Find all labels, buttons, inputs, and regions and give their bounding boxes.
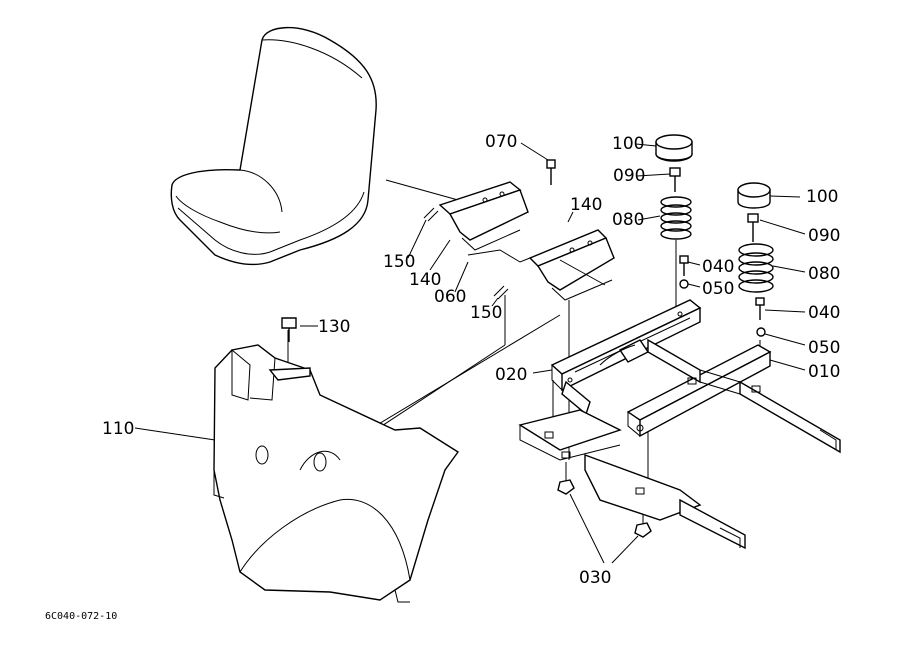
washer-050-lower [756,327,766,337]
seat-cushion [170,26,377,266]
label-100-upper: 100 [612,134,644,154]
washer-050-upper [679,279,689,289]
label-100-lower: 100 [806,187,838,207]
label-060: 060 [434,287,466,307]
upper-bracket-left [438,181,529,251]
spring-pin-lower [493,285,509,300]
nut-030-right [634,522,652,538]
label-020: 020 [495,365,527,385]
bolt-090-upper [669,167,681,192]
label-050-lower: 050 [808,338,840,358]
spring-pin-upper [423,207,439,222]
bolt-130 [281,317,297,342]
label-130: 130 [318,317,350,337]
label-090-upper: 090 [613,166,645,186]
base-frame [626,338,841,454]
drawing-reference-code: 6C040-072-10 [45,611,117,622]
rubber-cap-lower [737,182,771,209]
label-150-upper: 150 [383,252,415,272]
label-070: 070 [485,132,517,152]
bolt-040-upper [679,255,689,276]
label-010: 010 [808,362,840,382]
mounting-plate [518,409,746,550]
label-050-upper: 050 [702,279,734,299]
link-rod [467,249,531,263]
bolt-070 [546,159,556,185]
bolt-090-lower [747,213,759,242]
rubber-cap-upper [655,134,693,162]
seat-mount-leader [385,179,459,201]
coil-spring-lower [738,243,774,293]
label-030: 030 [579,568,611,588]
label-150-lower: 150 [470,303,502,323]
leader-lines [134,142,806,564]
label-040-lower: 040 [808,303,840,323]
label-140-upper: 140 [570,195,602,215]
label-110: 110 [102,419,134,439]
label-040-upper: 040 [702,257,734,277]
label-140-lower: 140 [409,270,441,290]
nut-030-left [557,479,575,495]
coil-spring-upper [660,196,692,240]
label-080-upper: 080 [612,210,644,230]
label-090-lower: 090 [808,226,840,246]
bolt-040-lower [755,297,765,320]
label-080-lower: 080 [808,264,840,284]
slide-rail-assembly [550,299,702,416]
fender-cover [213,344,460,603]
upper-bracket-right [528,229,615,301]
